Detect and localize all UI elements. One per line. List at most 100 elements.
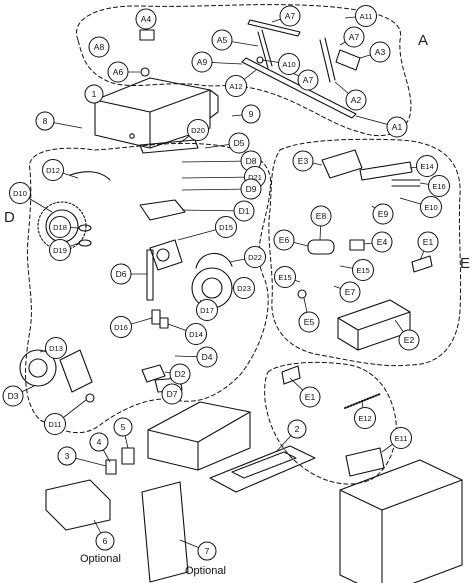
washer-d18 (78, 224, 92, 232)
callout-circle (233, 200, 255, 222)
callout-circle (274, 266, 296, 288)
main-housing-flange (209, 89, 219, 119)
callout-circle (215, 216, 237, 238)
callout-circle (278, 53, 300, 75)
callout-circle (35, 111, 55, 131)
callout-label: 6 (103, 536, 108, 546)
bracket-a5 (257, 29, 273, 69)
optional-caption-left: Optional (80, 553, 121, 565)
callout-label: D18 (53, 223, 67, 232)
callout-circle (355, 5, 377, 27)
callout-a11: A11 (355, 5, 377, 27)
bearing-d16 (151, 309, 161, 325)
callout-d11: D11 (44, 413, 66, 435)
callout-circle (390, 427, 412, 449)
callout-p1: 1 (84, 84, 104, 104)
cover-tray (147, 401, 251, 471)
callout-circle (417, 231, 439, 253)
plate-e14 (359, 161, 413, 181)
callout-label: A6 (113, 67, 124, 77)
callout-e7: E7 (339, 281, 361, 303)
rail-a1 (241, 57, 357, 119)
callout-label: D15 (219, 223, 233, 232)
callout-circle (196, 346, 218, 368)
callout-label: D10 (13, 189, 27, 198)
callout-circle (42, 159, 64, 181)
main-housing (94, 77, 211, 149)
callout-circle (279, 5, 301, 27)
callout-a7a: A7 (279, 5, 301, 27)
callout-label: 3 (65, 451, 70, 461)
callout-p4: 4 (89, 432, 109, 452)
callout-p5: 5 (113, 417, 133, 437)
callout-circle (57, 446, 77, 466)
callout-label: A12 (229, 82, 242, 91)
base-plate-2-grille (231, 451, 297, 479)
callout-circle (110, 263, 132, 285)
callout-label: A7 (349, 32, 360, 42)
callout-label: E10 (424, 203, 437, 212)
callout-circle (107, 61, 129, 83)
callout-e5: E5 (298, 311, 320, 333)
bearing-d14 (159, 317, 169, 329)
plate-d1 (139, 199, 186, 221)
callout-circle (345, 89, 367, 111)
callout-d1: D1 (233, 200, 255, 222)
callout-label: 9 (249, 109, 254, 119)
callout-label: A9 (197, 57, 208, 67)
callout-p6: 6 (95, 531, 115, 551)
gearbox-d15 (149, 239, 183, 271)
callout-e3: E3 (292, 150, 314, 172)
callout-label: E1 (305, 392, 316, 402)
callout-label: D20 (191, 126, 205, 135)
clip-e1-lower (281, 365, 301, 385)
callout-circle (88, 36, 110, 58)
callout-circle (420, 196, 442, 218)
callout-d18: D18 (49, 216, 71, 238)
callout-e11: E11 (390, 427, 412, 449)
callout-label: D7 (167, 389, 178, 399)
bushing-d11 (85, 393, 95, 403)
callout-circle (398, 329, 420, 351)
callout-d13: D13 (45, 337, 67, 359)
optional-bracket-6 (45, 479, 111, 531)
callout-circle (233, 277, 255, 299)
bushing-a6 (140, 67, 150, 77)
callout-label: E3 (298, 156, 309, 166)
callout-label: 4 (97, 437, 102, 447)
callout-circle (211, 29, 233, 51)
base-plate-2 (209, 445, 316, 493)
callout-circle (298, 311, 320, 333)
callout-label: D23 (237, 284, 251, 293)
chain-d12 (69, 171, 111, 181)
callout-d22: D22 (244, 246, 266, 268)
callout-a12: A12 (225, 75, 247, 97)
callout-p9: 9 (241, 104, 261, 124)
callout-label: E4 (377, 237, 388, 247)
callout-a5: A5 (211, 29, 233, 51)
callout-a9: A9 (191, 51, 213, 73)
callout-circle (354, 407, 376, 429)
callout-label: D19 (53, 246, 67, 255)
callout-circle (44, 413, 66, 435)
callout-circle (196, 299, 218, 321)
callout-label: A3 (375, 47, 386, 57)
opener-unit (339, 459, 463, 583)
callout-circle (110, 316, 132, 338)
shaft-d6 (146, 249, 154, 301)
callout-label: D9 (246, 184, 257, 194)
group-e-boundary (268, 138, 462, 367)
callout-label: D21 (248, 173, 262, 182)
callout-d3: D3 (2, 385, 24, 407)
callout-circle (228, 132, 250, 154)
callout-label: A2 (351, 95, 362, 105)
callout-circle (2, 385, 24, 407)
washer-d19 (78, 239, 92, 247)
callout-e2: E2 (398, 329, 420, 351)
callout-label: E11 (395, 434, 408, 443)
callout-e6: E6 (273, 229, 295, 251)
callout-e15a: E15 (274, 266, 296, 288)
callout-d23: D23 (233, 277, 255, 299)
callout-circle (49, 216, 71, 238)
sensor-e8 (307, 239, 335, 255)
